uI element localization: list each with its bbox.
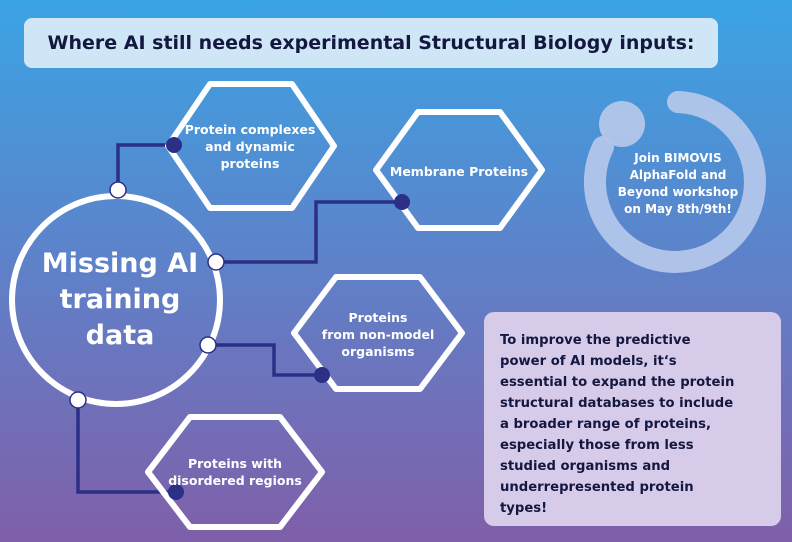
info-text: To improve the predictive power of AI mo…: [500, 333, 735, 516]
dot-disordered: [168, 484, 184, 500]
connector-membrane: [216, 200, 402, 264]
dot-complexes: [166, 137, 182, 153]
progress-ring-icon: [583, 91, 766, 273]
port-nonmodel: [199, 336, 217, 354]
center-label: Missing AI training data: [41, 248, 199, 351]
hex-nonmodel: [291, 274, 465, 392]
dot-nonmodel: [314, 367, 330, 383]
node-label-disordered: Proteins with disordered regions: [168, 456, 302, 488]
connector-nonmodel: [208, 343, 322, 377]
node-label-membrane: Membrane Proteins: [389, 163, 529, 179]
page-title: Where AI still needs experimental Struct…: [47, 32, 695, 54]
node-label-nonmodel: Proteins from non-model organisms: [321, 309, 435, 359]
connector-disordered: [76, 400, 176, 494]
dot-membrane: [394, 194, 410, 210]
title-banner: Where AI still needs experimental Struct…: [24, 18, 718, 68]
workshop-announcement: Join BIMOVIS AlphaFold and Beyond worksh…: [617, 151, 739, 216]
port-disordered: [69, 391, 87, 409]
node-label-complexes: Protein complexes and dynamic proteins: [184, 121, 316, 171]
hex-ports: [166, 137, 410, 500]
connector-complexes: [116, 143, 174, 190]
info-box: To improve the predictive power of AI mo…: [484, 312, 781, 526]
port-membrane: [207, 253, 225, 271]
hex-membrane: [373, 109, 545, 231]
hex-disordered: [145, 414, 325, 530]
port-complexes: [109, 181, 127, 199]
circle-ports: [69, 181, 225, 409]
connectors: [76, 143, 402, 494]
